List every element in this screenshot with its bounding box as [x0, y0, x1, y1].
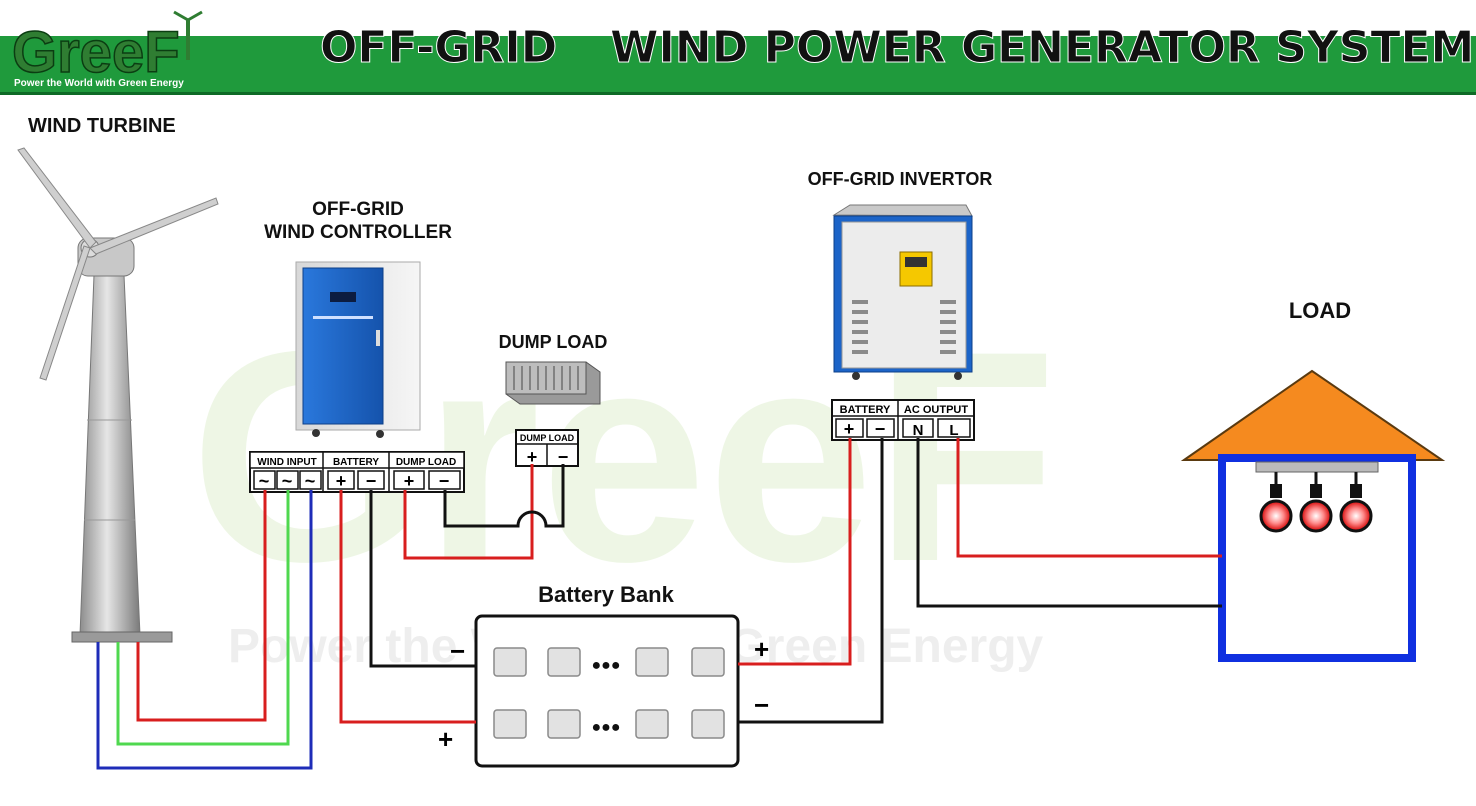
wiring — [96, 438, 1222, 770]
wire-dump-minus — [443, 464, 565, 528]
header: GreeF Power the World with Green Energy … — [0, 0, 1476, 95]
battery-left-minus: − — [450, 636, 465, 666]
label-load: LOAD — [1289, 298, 1351, 323]
wire-ac-n — [916, 438, 1222, 608]
light-bulb-icon — [1259, 472, 1373, 533]
term-battery-plus: + — [336, 471, 347, 491]
label-battery-bank: Battery Bank — [538, 582, 674, 607]
battery-right-minus: − — [754, 690, 769, 720]
dump-load-icon — [505, 361, 601, 405]
term-group-dump-load: DUMP LOAD — [396, 457, 456, 468]
term-battery-minus: − — [366, 471, 377, 491]
inv-term-n: N — [913, 422, 924, 439]
inv-term-plus: + — [844, 419, 855, 439]
label-inverter: OFF-GRID INVERTOR — [808, 169, 993, 189]
term-ac-2: ~ — [282, 471, 293, 491]
battery-left-plus: + — [438, 724, 453, 754]
term-ac-3: ~ — [305, 471, 316, 491]
wire-ac-l — [956, 438, 1222, 558]
header-green-band — [0, 36, 1476, 92]
inverter-terminal-strip: BATTERY AC OUTPUT + − N L — [831, 399, 975, 441]
dump-term-plus: + — [527, 447, 538, 467]
label-controller-line1: OFF-GRID — [312, 199, 404, 220]
controller-terminal-strip: WIND INPUT BATTERY DUMP LOAD ~ ~ ~ + − +… — [249, 451, 465, 493]
term-group-wind-input: WIND INPUT — [257, 457, 316, 468]
wire-wind-green — [116, 490, 290, 746]
title-wind-power: WIND POWER GENERATOR SYSTEM — [610, 22, 1474, 73]
logo-text: GreeF — [12, 20, 180, 85]
house-icon — [1180, 369, 1446, 662]
logo: GreeF Power the World with Green Energy — [11, 10, 203, 89]
inv-term-minus: − — [875, 419, 886, 439]
wire-ctrl-battery-plus — [339, 490, 476, 724]
header-underline — [0, 92, 1476, 95]
wire-wind-red — [136, 490, 267, 722]
label-controller-line2: WIND CONTROLLER — [264, 222, 452, 243]
term-ac-1: ~ — [259, 471, 270, 491]
label-wind-turbine: WIND TURBINE — [28, 115, 176, 137]
wire-inv-battery-minus — [738, 438, 884, 724]
label-dump-load: DUMP LOAD — [499, 332, 608, 352]
battery-right-plus: + — [754, 634, 769, 664]
inv-term-group-ac-output: AC OUTPUT — [904, 404, 968, 416]
inverter-cabinet-icon — [832, 204, 973, 380]
logo-tagline: Power the World with Green Energy — [14, 78, 184, 89]
battery-dots-bottom: ●●● — [592, 719, 621, 736]
wire-inv-battery-plus — [738, 438, 852, 666]
dump-term-header: DUMP LOAD — [520, 433, 575, 443]
wind-turbine-icon — [17, 147, 219, 643]
title-off-grid: OFF-GRID — [320, 22, 557, 73]
battery-icon — [493, 647, 725, 739]
wire-ctrl-battery-minus — [369, 490, 476, 668]
term-dump-minus: − — [439, 471, 450, 491]
dump-load-terminal-strip: DUMP LOAD + − — [515, 429, 579, 467]
dump-term-minus: − — [558, 447, 569, 467]
wire-wind-blue — [96, 490, 313, 770]
controller-cabinet-icon — [295, 261, 421, 438]
battery-dots-top: ●●● — [592, 657, 621, 674]
battery-bank-frame — [474, 614, 740, 768]
inv-term-l: L — [949, 422, 958, 439]
term-dump-plus: + — [404, 471, 415, 491]
logo-turbine-icon — [173, 10, 203, 60]
inv-term-group-battery: BATTERY — [840, 404, 891, 416]
term-group-battery: BATTERY — [333, 457, 379, 468]
